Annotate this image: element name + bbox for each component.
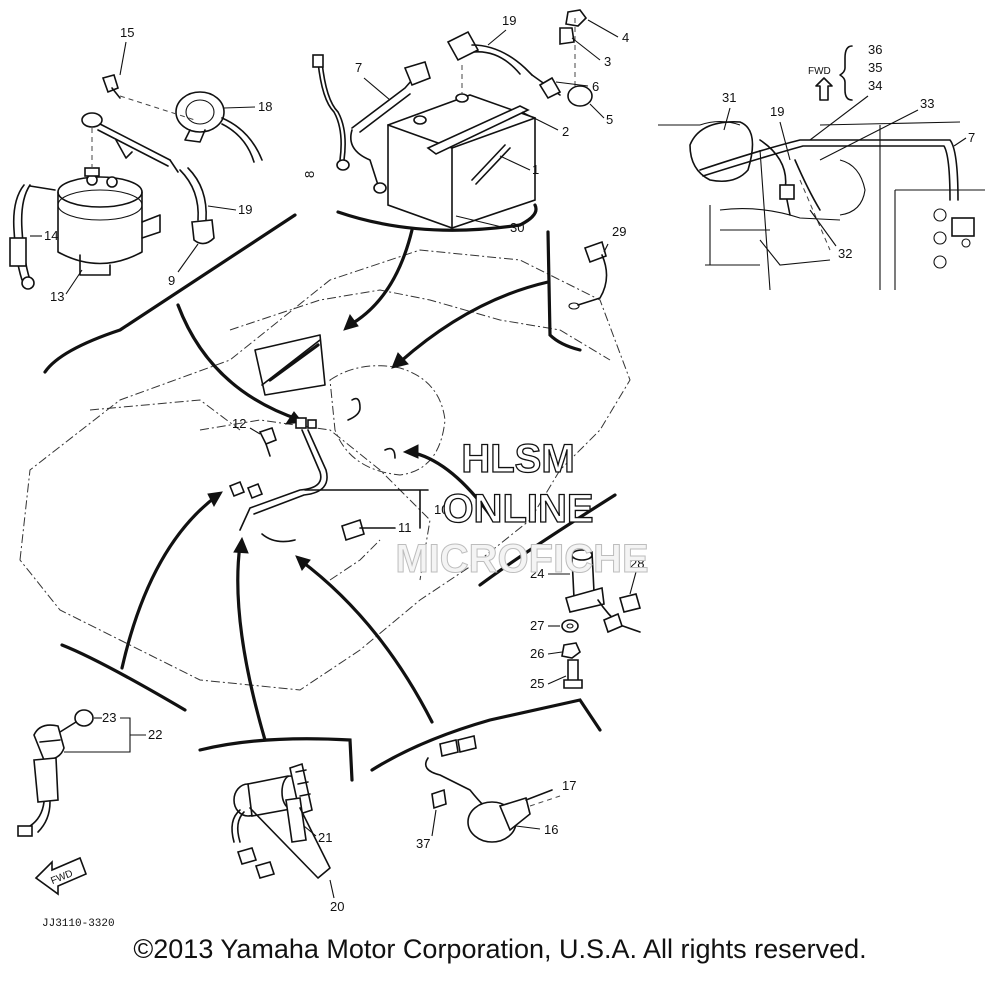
part-label-30: 30	[510, 220, 524, 235]
watermark-line3: MICROFICHE	[395, 537, 648, 581]
part-label-18: 18	[258, 99, 272, 114]
part-label-12: 12	[232, 416, 246, 431]
inset-label-36: 36	[868, 42, 882, 57]
watermark-line1: HLSM	[461, 437, 574, 481]
harness-group	[228, 417, 429, 543]
inset-label-33: 33	[920, 96, 934, 111]
section-frames	[43, 203, 617, 782]
part-label-13: 13	[50, 289, 64, 304]
inset-label-35: 35	[868, 60, 882, 75]
part-label-14: 14	[44, 228, 58, 243]
inset-label-19: 19	[770, 104, 784, 119]
part-label-22: 22	[148, 727, 162, 742]
part-label-19b: 19	[502, 13, 516, 28]
part-label-2: 2	[562, 124, 569, 139]
watermark: HLSM ONLINE MICROFICHE	[395, 436, 649, 581]
keyswitch-group	[231, 762, 331, 879]
copyright-notice: ©2013 Yamaha Motor Corporation, U.S.A. A…	[133, 934, 867, 964]
part-label-11: 11	[398, 520, 412, 535]
part-label-5: 5	[606, 112, 613, 127]
part-labels: 15 18 19 14 13 9 7 8 19 4 3 6 5 2 1 30 2…	[30, 13, 975, 914]
part-label-27: 27	[530, 618, 544, 633]
part-label-16: 16	[544, 822, 558, 837]
vehicle-body-outline	[19, 249, 631, 691]
part-label-3: 3	[604, 54, 611, 69]
part-label-28: 28	[630, 556, 644, 571]
inset-label-7: 7	[968, 130, 975, 145]
battery-group	[312, 9, 593, 229]
part-label-26: 26	[530, 646, 544, 661]
inset-view	[658, 45, 985, 291]
starter-relay-group	[9, 74, 263, 290]
part-label-15: 15	[120, 25, 134, 40]
fwd-label-top: FWD	[808, 66, 831, 77]
inset-label-31: 31	[722, 90, 736, 105]
part-label-7: 7	[355, 60, 362, 75]
part-label-4: 4	[622, 30, 629, 45]
part-label-24: 24	[530, 566, 544, 581]
part-label-29: 29	[612, 224, 626, 239]
part-label-6: 6	[592, 79, 599, 94]
watermark-line2: ONLINE	[442, 487, 593, 531]
part-label-19a: 19	[238, 202, 252, 217]
part-label-20: 20	[330, 899, 344, 914]
part-label-17: 17	[562, 778, 576, 793]
part-label-8: 8	[302, 171, 317, 178]
inset-label-34: 34	[868, 78, 882, 93]
drawing-code: JJ3110-3320	[42, 918, 115, 930]
inset-label-32: 32	[838, 246, 852, 261]
part-label-37: 37	[416, 836, 430, 851]
switch-16-group	[424, 735, 561, 843]
right-parts-group	[561, 240, 641, 689]
part-label-1: 1	[532, 162, 539, 177]
part-label-10: 10	[434, 502, 448, 517]
switch-22-group	[17, 709, 94, 896]
part-label-25: 25	[530, 676, 544, 691]
part-label-21: 21	[318, 830, 332, 845]
part-label-9: 9	[168, 273, 175, 288]
part-label-23: 23	[102, 710, 116, 725]
